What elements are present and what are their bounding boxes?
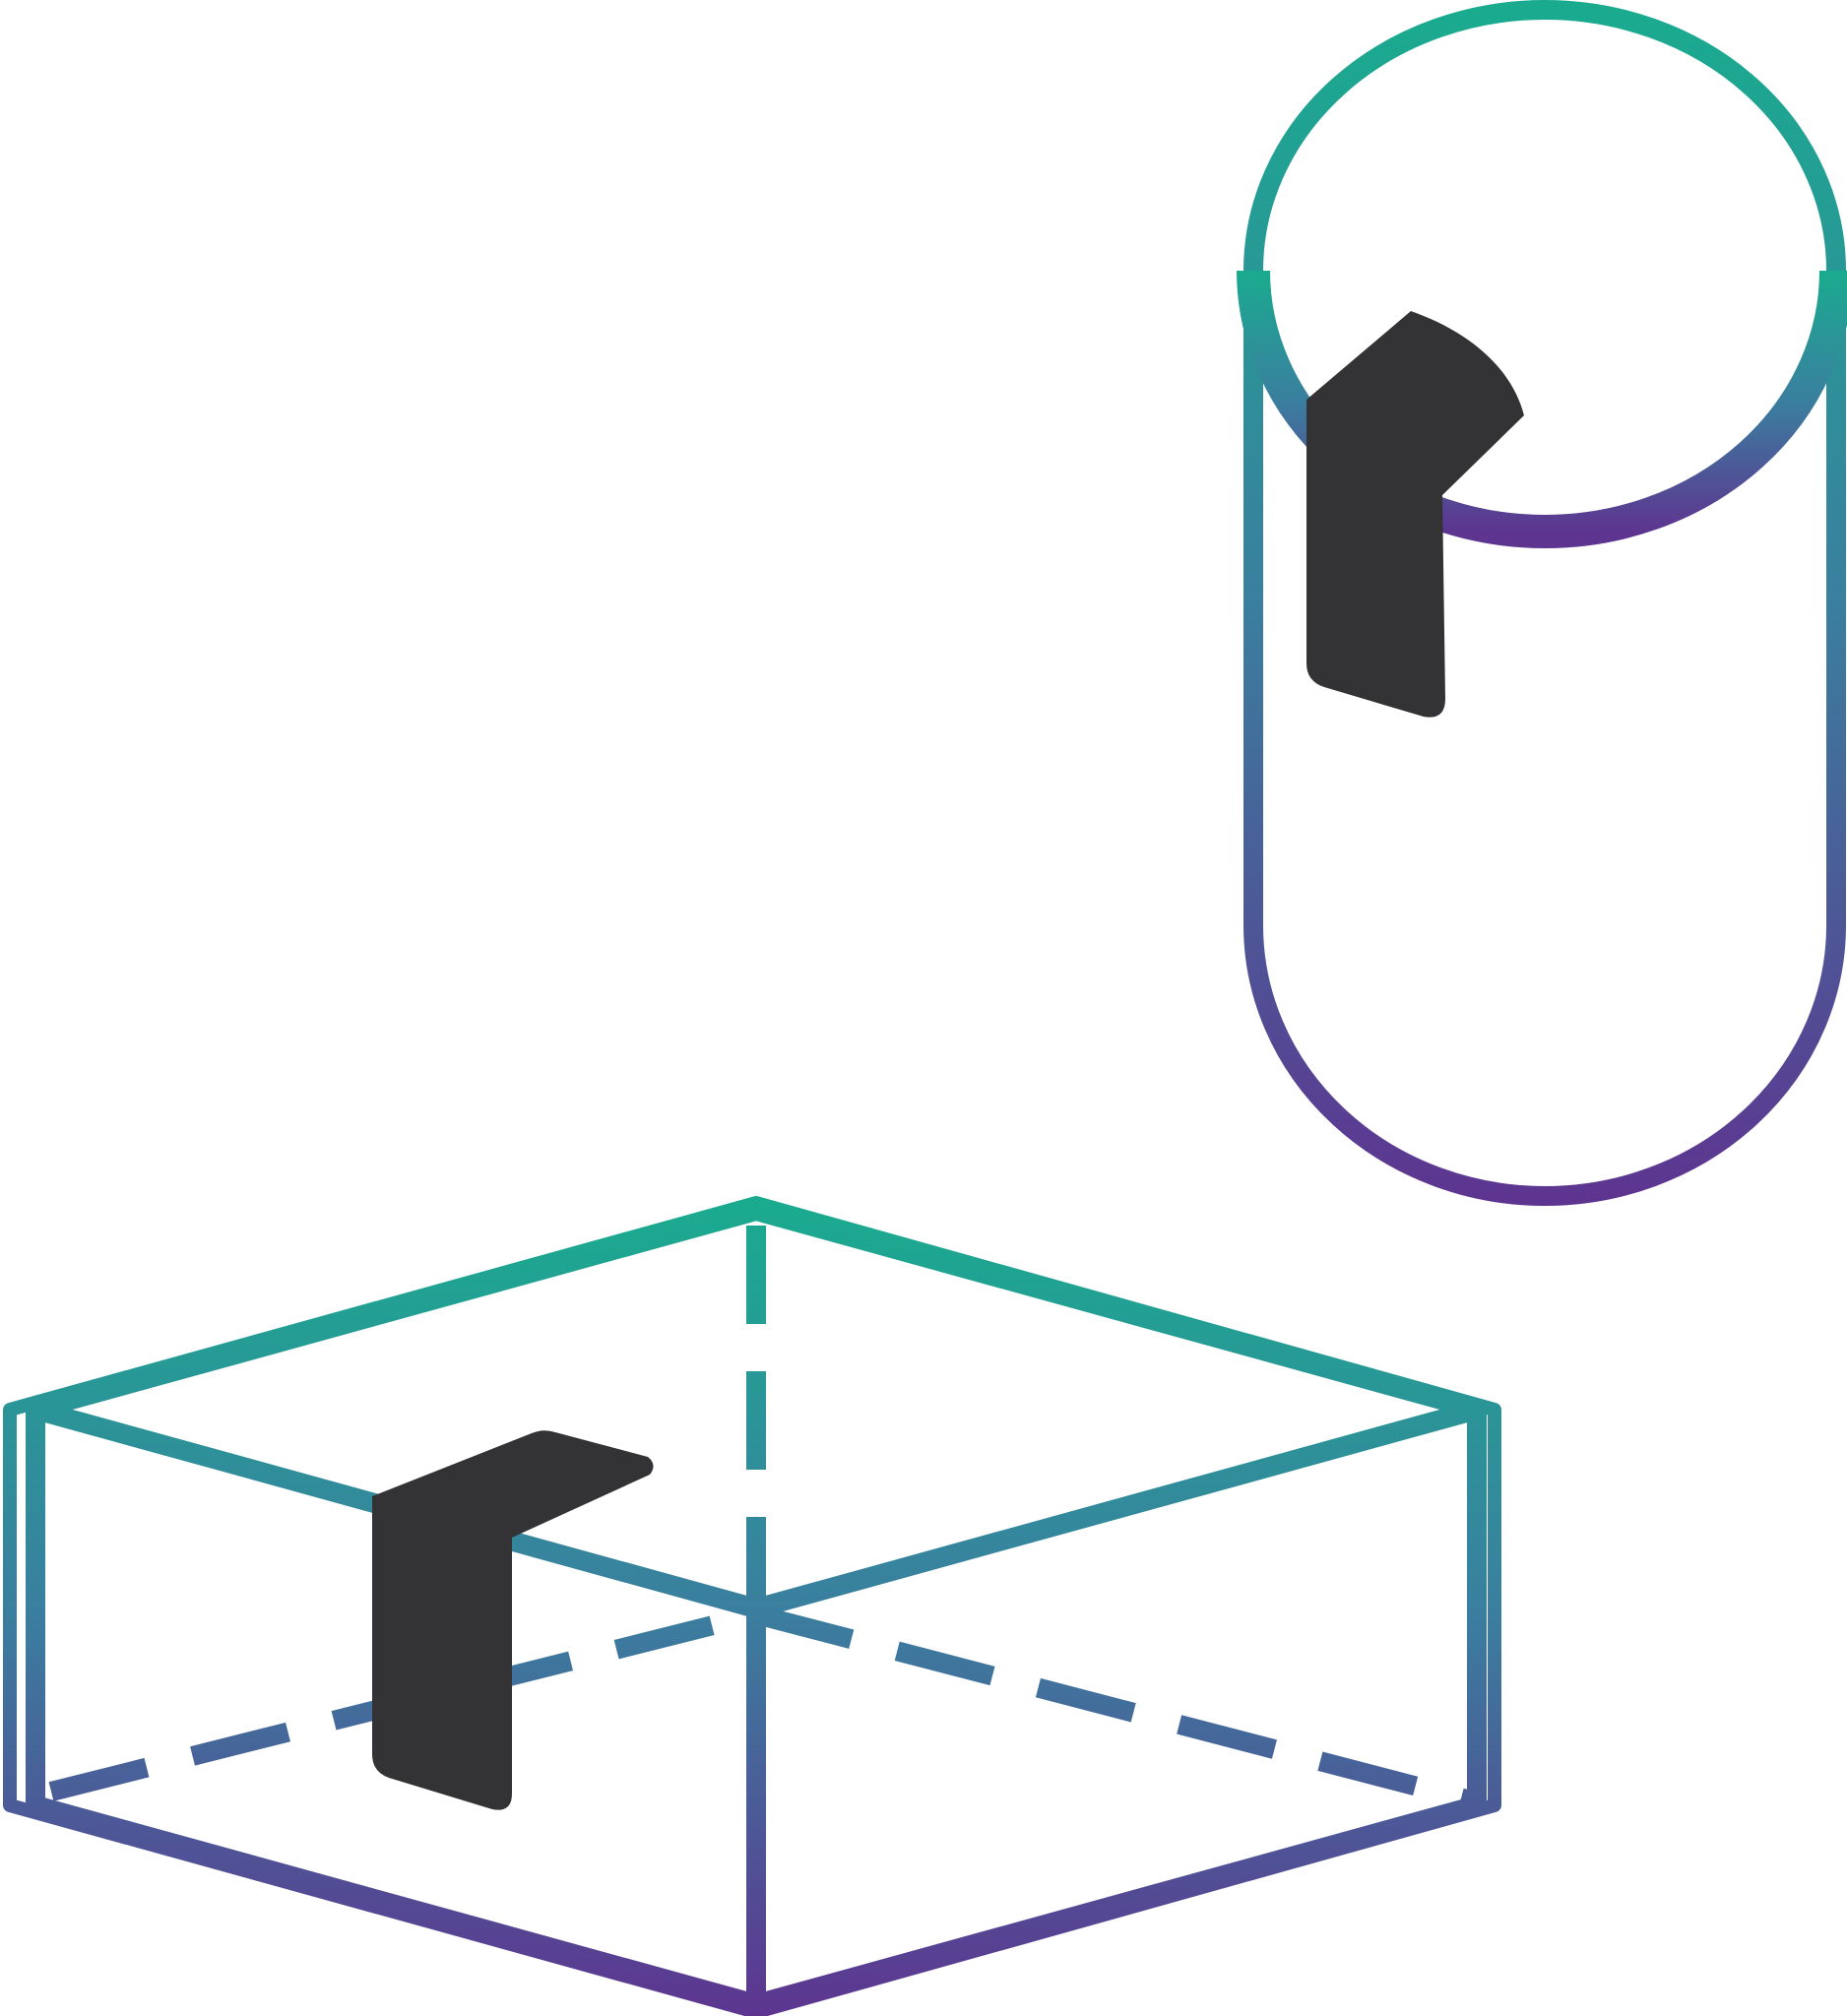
cylinder-outline	[1243, 0, 1846, 1206]
cylinder-top-rim	[1237, 270, 1847, 548]
box-silhouette	[3, 1196, 1501, 2016]
box-l-bracket-marker	[372, 1430, 654, 1810]
cylinder-l-bracket-marker	[1306, 311, 1524, 718]
box-hidden-edge-right	[753, 1605, 1470, 1809]
cylinder-shape	[1237, 0, 1847, 1206]
box-shape	[3, 1196, 1501, 2016]
